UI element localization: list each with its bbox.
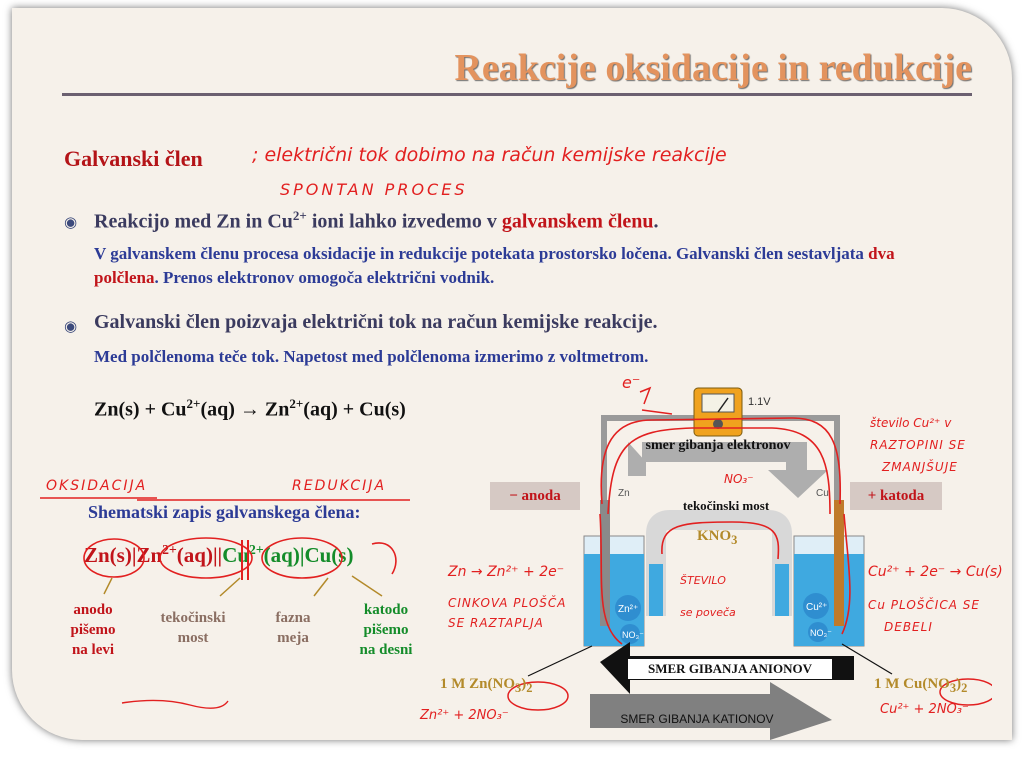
handwritten-in-solution: RAZTOPINI SE (870, 438, 966, 452)
electron-flow-label: smer gibanja elektronov (645, 438, 791, 453)
eq-b: (aq) → Zn (200, 398, 290, 421)
bullet-icon: ◉ (64, 215, 78, 231)
notation-bar: | (299, 543, 305, 567)
right-solution-label: 1 M Cu(NO3)2 (874, 676, 967, 696)
handwritten-note-reaction: ; električni tok dobimo na račun kemijsk… (252, 144, 727, 166)
handwritten-oxidation: OKSIDACIJA (46, 478, 148, 494)
handwritten-note-spontaneous: SPONTAN PROCES (280, 180, 468, 199)
cell-notation: Zn(s)|Zn2+(aq)||Cu2+(aq)|Cu(s) (84, 542, 353, 568)
notation-zn-ion: Zn (136, 543, 163, 567)
handwritten-zn-bottom: Zn²⁺ + 2NO₃⁻ (420, 708, 509, 723)
paragraph-1-highlight: dva polčlena (94, 244, 895, 287)
bullet-1-sup: 2+ (292, 208, 307, 223)
paragraph-2: Med polčlenoma teče tok. Napetost med po… (94, 347, 649, 366)
cu-electrode-label: Cu (816, 488, 829, 499)
handwritten-line (40, 497, 410, 501)
no3-right-label: NO₃⁻ (810, 628, 832, 638)
left-solution-label: 1 M Zn(NO3)2 (440, 676, 533, 696)
handwritten-squiggle (121, 699, 229, 709)
handwritten-zn-oxidation: Zn → Zn²⁺ + 2e⁻ (448, 564, 565, 580)
no3-left-label: NO₃⁻ (622, 630, 644, 640)
handwritten-cu-number: število Cu²⁺ v (870, 416, 952, 430)
notation-aq: (aq) (176, 543, 213, 567)
scheme-title: Shematski zapis galvanskega člena: (88, 502, 361, 522)
label-anode-left: anodo pišemo na levi (70, 602, 116, 658)
kno3-label: KNO3 (697, 528, 737, 548)
eq-a: Zn(s) + Cu (94, 398, 187, 421)
title-underline (62, 93, 972, 96)
left-solution-sub: 3 (515, 681, 522, 695)
handwritten-zinc-plate: CINKOVA PLOŠČA (448, 596, 567, 610)
zn-electrode-label: Zn (618, 488, 630, 499)
handwritten-thickens: DEBELI (884, 620, 933, 634)
kno3-sub: 3 (731, 533, 738, 547)
right-solution-sub2: 2 (961, 681, 968, 695)
anion-flow-label: SMER GIBANJA ANIONOV (628, 659, 832, 679)
eq-s1: 2+ (186, 396, 201, 411)
bullet-icon: ◉ (64, 319, 78, 335)
reaction-equation: Zn(s) + Cu2+(aq) → Zn2+(aq) + Cu(s) (94, 396, 406, 422)
notation-zn: Zn(s) (84, 543, 132, 567)
handwritten-electron: e⁻ (622, 373, 641, 392)
right-solution-close: ) (956, 676, 962, 692)
bullet-1-highlight: galvanskem členu (501, 210, 654, 233)
voltage-readout: 1.1V (748, 396, 771, 408)
notation-bar: | (131, 543, 137, 567)
right-solution-sub: 3 (949, 681, 957, 695)
handwritten-dissolves: SE RAZTAPLJA (448, 616, 544, 630)
label-cathode-right: katodo pišemo na desni (359, 602, 413, 658)
right-solution-text: 1 M Cu(NO (874, 676, 950, 692)
label-phase-boundary: fazna meja (275, 610, 311, 646)
paragraph-1-a: V galvanskem členu procesa oksidacije in… (94, 244, 869, 263)
notation-cu-sup: 2+ (249, 542, 264, 557)
bullet-2: Galvanski člen poizvaja električni tok n… (94, 311, 658, 333)
handwritten-cu-plate: Cu PLOŠČICA SE (868, 598, 980, 612)
salt-bridge-label: tekočinski most (682, 498, 770, 513)
bullet-1: Reakcijo med Zn in Cu2+ ioni lahko izved… (94, 208, 659, 234)
handwritten-cu-bottom: Cu²⁺ + 2NO₃⁻ (880, 702, 969, 717)
cation-flow-label: SMER GIBANJA KATIONOV (620, 712, 774, 726)
left-solution-sub2: 2 (526, 681, 533, 695)
left-solution-close: ) (521, 676, 527, 692)
notation-cu: Cu(s) (304, 543, 354, 567)
bullet-1-post: . (653, 210, 659, 233)
handwritten-no3: NO₃⁻ (724, 472, 754, 486)
scheme-annotation-circles (83, 537, 397, 597)
slide: Reakcije oksidacije in redukcije Galvans… (12, 8, 1012, 740)
bullet-1-mid: ioni lahko izvedemo v (306, 210, 502, 233)
paragraph-1-b: . Prenos elektronov omogoča električni v… (154, 268, 495, 287)
eq-s2: 2+ (289, 396, 304, 411)
zn-ion-label: Zn²⁺ (618, 604, 638, 615)
anode-label: − anoda (490, 482, 580, 510)
left-solution-text: 1 M Zn(NO (440, 676, 515, 692)
paragraph-1: V galvanskem členu procesa oksidacije in… (94, 242, 924, 290)
page-title: Reakcije oksidacije in redukcije (454, 47, 972, 89)
cathode-label: + katoda (850, 482, 942, 510)
label-salt-bridge: tekočinski most (160, 610, 226, 646)
handwritten-cu-reduction: Cu²⁺ + 2e⁻ → Cu(s) (868, 564, 1003, 580)
notation-double-bar: || (212, 543, 223, 567)
eq-c: (aq) + Cu(s) (303, 398, 406, 421)
cu-ion-label: Cu²⁺ (806, 602, 827, 613)
handwritten-decreases: ZMANJŠUJE (882, 460, 958, 474)
kno3-text: KNO (697, 528, 732, 544)
handwritten-increases: se poveča (680, 606, 736, 619)
handwritten-number: ŠTEVILO (680, 574, 726, 587)
notation-zn-sup: 2+ (162, 542, 177, 557)
section-heading: Galvanski člen (64, 146, 203, 171)
bullet-1-pre: Reakcijo med Zn in Cu (94, 210, 293, 233)
handwritten-reduction: REDUKCIJA (292, 478, 387, 494)
